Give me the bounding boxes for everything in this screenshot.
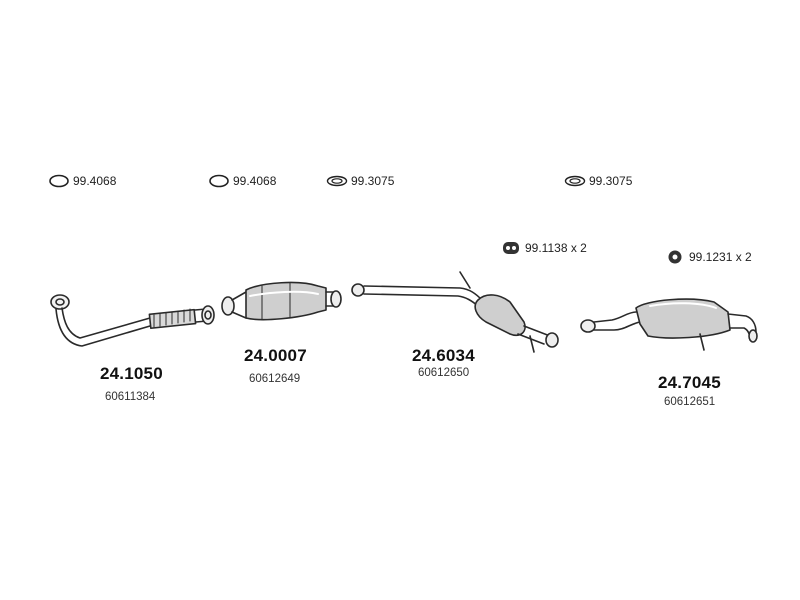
accessory-code: 99.3075 (589, 174, 633, 188)
part-number: 24.6034 (412, 346, 475, 365)
reference-number: 60612651 (664, 396, 716, 408)
ring-gasket-icon (208, 174, 230, 188)
accessory-item: 99.4068 (208, 174, 276, 188)
catalytic-converter-icon (221, 281, 342, 321)
accessory-code: 99.4068 (233, 174, 277, 188)
flat-gasket-icon (564, 174, 586, 188)
accessory-item: 99.1231 x 2 (664, 250, 752, 264)
accessory-item: 99.3075 (564, 174, 632, 188)
accessory-item: 99.1138 x 2 (500, 241, 587, 255)
front-pipe-icon (50, 294, 215, 347)
part-number: 24.1050 (100, 364, 163, 383)
rear-silencer-icon (580, 298, 758, 351)
middle-silencer-icon (351, 271, 559, 353)
accessory-code: 99.3075 (351, 174, 395, 188)
ring-gasket-icon (48, 174, 70, 188)
accessory-item: 99.3075 (326, 174, 394, 188)
rubber-mount-icon (500, 241, 522, 255)
flat-gasket-icon (326, 174, 348, 188)
accessory-code: 99.1138 x 2 (525, 241, 587, 255)
part-number: 24.7045 (658, 373, 721, 392)
reference-number: 60612649 (249, 373, 301, 385)
part-number: 24.0007 (244, 346, 307, 365)
accessory-code: 99.1231 x 2 (689, 250, 752, 264)
reference-number: 60612650 (418, 367, 470, 379)
accessory-item: 99.4068 (48, 174, 116, 188)
accessory-code: 99.4068 (73, 174, 117, 188)
reference-number: 60611384 (105, 391, 156, 403)
rubber-mount-icon (664, 250, 686, 264)
